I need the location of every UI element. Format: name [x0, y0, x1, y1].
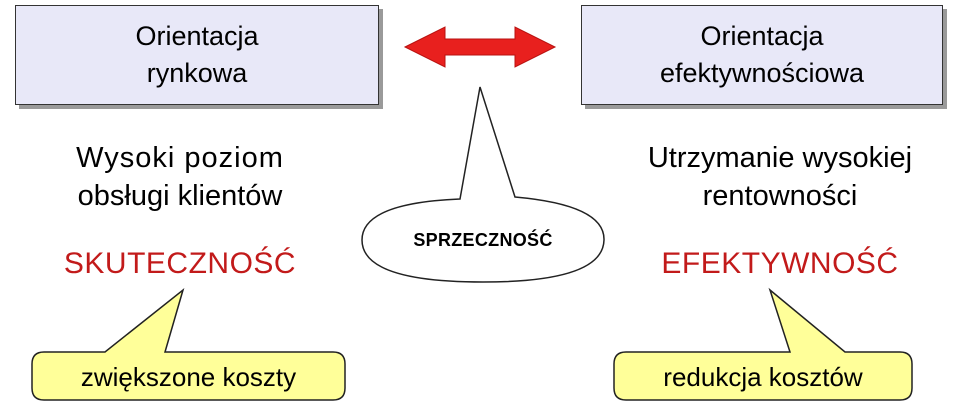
right-title-line2: efektywnościowa	[659, 58, 865, 88]
right-description: Utrzymanie wysokiej rentowności	[600, 139, 960, 215]
right-desc-line1: Utrzymanie wysokiej	[647, 142, 913, 174]
right-title-line1: Orientacja	[700, 21, 824, 51]
left-description: Wysoki poziom obsługi klientów	[20, 139, 340, 215]
center-bubble-shape	[361, 86, 605, 283]
right-orientation-box: Orientacja efektywnościowa	[581, 5, 943, 105]
left-orientation-box: Orientacja rynkowa	[15, 5, 379, 105]
left-concept: SKUTECZNOŚĆ	[63, 247, 297, 280]
left-desc-line1: Wysoki poziom	[76, 142, 284, 174]
right-desc-line2: rentowności	[702, 180, 858, 212]
left-title-line1: Orientacja	[135, 21, 259, 51]
left-desc-line2: obsługi klientów	[77, 180, 283, 212]
left-callout-shape	[31, 287, 346, 401]
right-concept: EFEKTYWNOŚĆ	[661, 247, 899, 280]
right-callout-text: redukcja kosztów	[663, 362, 863, 392]
double-arrow	[403, 26, 557, 68]
right-callout-shape	[613, 287, 913, 401]
left-title-line2: rynkowa	[146, 58, 248, 88]
left-callout-text: zwiększone koszty	[80, 362, 297, 392]
contradiction-label: SPRZECZNOŚĆ	[413, 230, 553, 250]
